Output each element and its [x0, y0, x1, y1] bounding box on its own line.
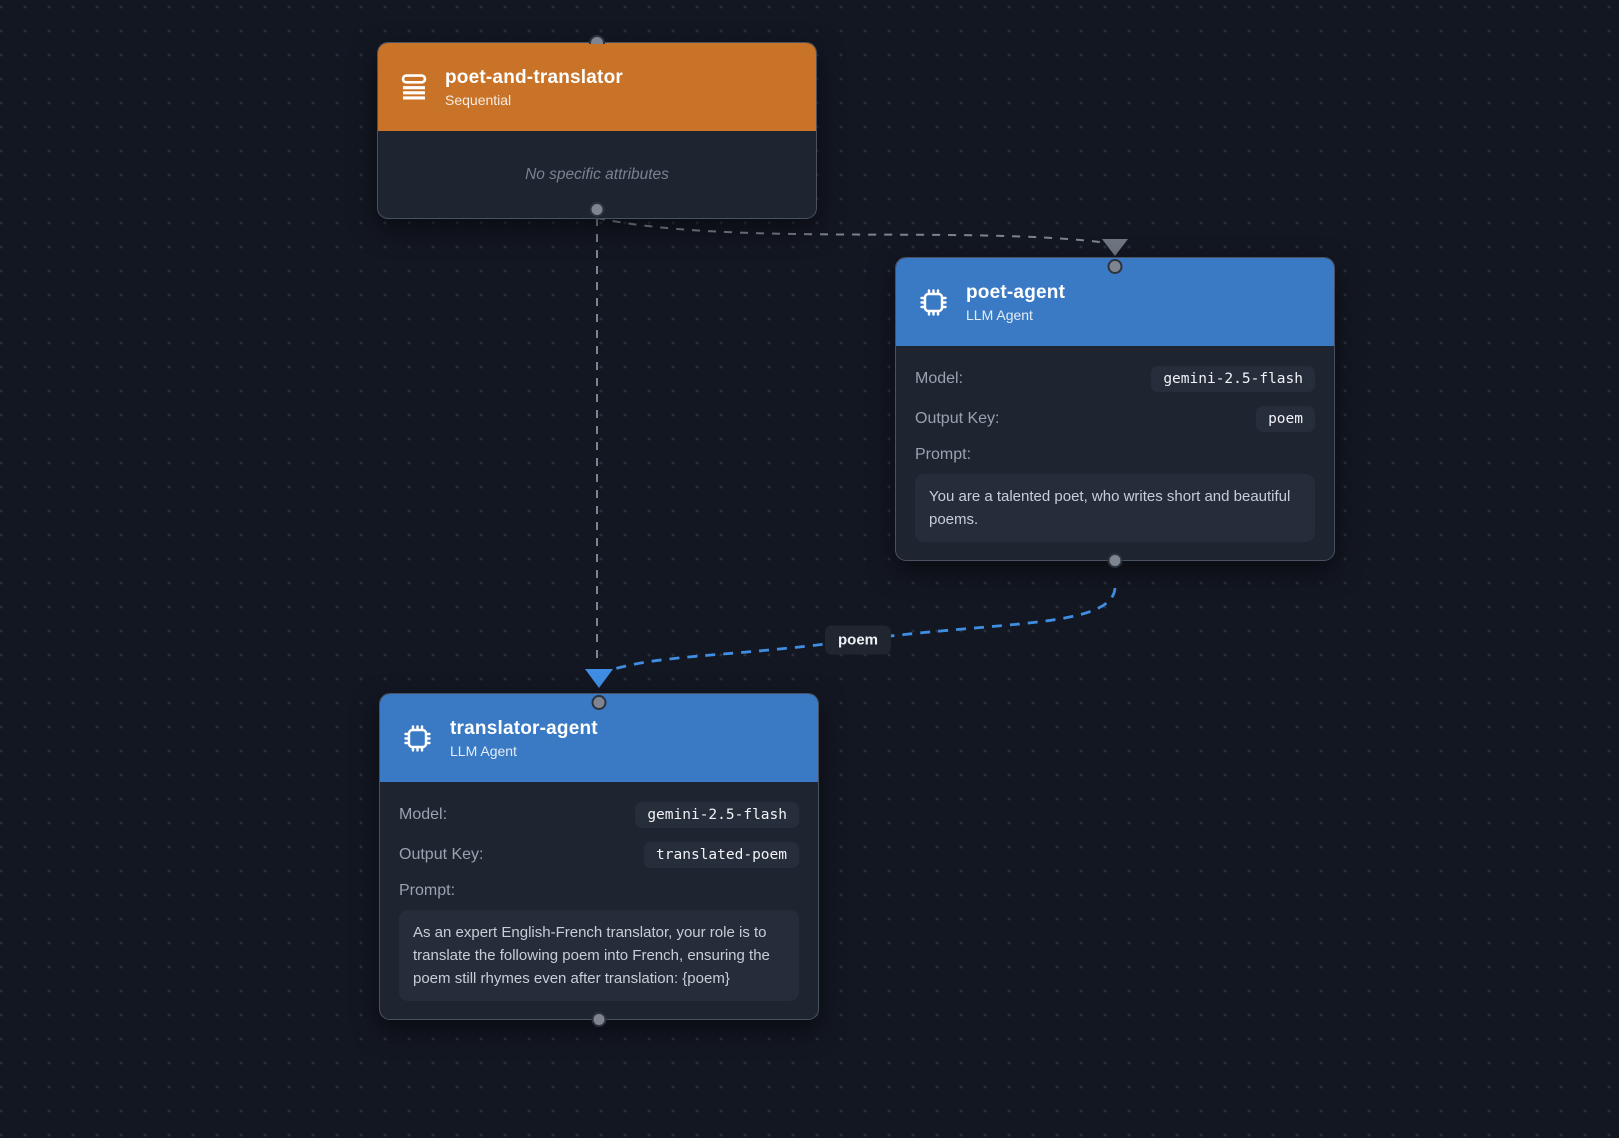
- node-header: translator-agent LLM Agent: [380, 694, 818, 782]
- handle-bottom[interactable]: [1107, 553, 1123, 568]
- handle-bottom[interactable]: [591, 1012, 607, 1027]
- node-title: poet-and-translator: [445, 66, 623, 88]
- node-subtitle: Sequential: [445, 91, 512, 108]
- model-value: gemini-2.5-flash: [1151, 366, 1315, 392]
- model-value: gemini-2.5-flash: [635, 802, 799, 828]
- edge-label-poem: poem: [824, 625, 892, 655]
- field-label: Output Key:: [399, 846, 484, 863]
- prompt-label: Prompt:: [915, 446, 972, 463]
- prompt-label: Prompt:: [399, 882, 456, 899]
- field-row-output-key: Output Key: poem: [915, 406, 1315, 432]
- output-key-value: poem: [1256, 406, 1315, 432]
- field-label: Output Key:: [915, 410, 1000, 427]
- node-poet-and-translator[interactable]: poet-and-translator Sequential No specif…: [377, 35, 817, 219]
- output-key-value: translated-poem: [644, 842, 799, 868]
- handle-top[interactable]: [591, 695, 607, 710]
- handle-top[interactable]: [589, 35, 605, 44]
- field-label: Model:: [399, 806, 448, 823]
- node-subtitle: LLM Agent: [966, 306, 1033, 323]
- node-translator-agent[interactable]: translator-agent LLM Agent Model: gemini…: [379, 693, 819, 1027]
- node-poet-agent[interactable]: poet-agent LLM Agent Model: gemini-2.5-f…: [895, 257, 1335, 568]
- field-label: Model:: [915, 370, 964, 387]
- prompt-text: You are a talented poet, who writes shor…: [915, 474, 1315, 542]
- handle-bottom[interactable]: [589, 202, 605, 217]
- arrowhead-into-poet: [1102, 239, 1128, 256]
- node-body: No specific attributes: [378, 131, 816, 218]
- list-icon: [400, 73, 428, 101]
- node-title: poet-agent: [966, 281, 1066, 303]
- handle-top[interactable]: [1107, 259, 1123, 274]
- cpu-icon: [402, 723, 433, 754]
- empty-attributes-text: No specific attributes: [525, 165, 669, 183]
- node-body: Model: gemini-2.5-flash Output Key: tran…: [380, 782, 818, 1019]
- arrowhead-into-translator: [585, 669, 613, 688]
- edge-sequential-to-poet[interactable]: [596, 217, 1101, 243]
- cpu-icon: [918, 287, 949, 318]
- node-body: Model: gemini-2.5-flash Output Key: poem…: [896, 346, 1334, 560]
- prompt-text: As an expert English-French translator, …: [399, 910, 799, 1001]
- node-subtitle: LLM Agent: [450, 742, 517, 759]
- field-row-output-key: Output Key: translated-poem: [399, 842, 799, 868]
- field-row-model: Model: gemini-2.5-flash: [915, 366, 1315, 392]
- node-header: poet-and-translator Sequential: [378, 43, 816, 131]
- field-row-model: Model: gemini-2.5-flash: [399, 802, 799, 828]
- node-title: translator-agent: [450, 717, 598, 739]
